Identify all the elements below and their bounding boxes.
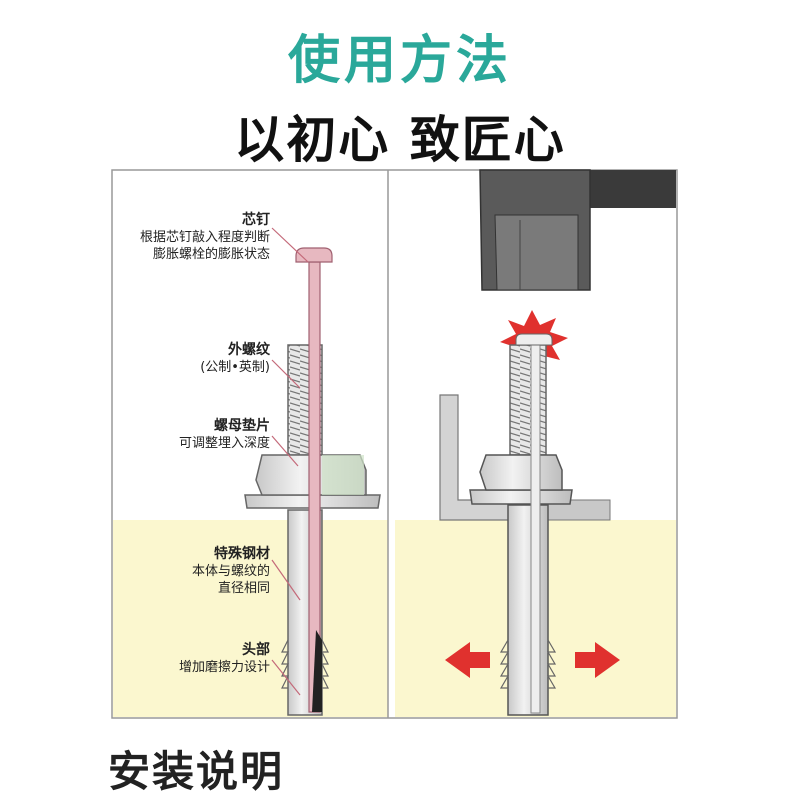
label-nut-washer-line-1: 可调整埋入深度 [130, 435, 270, 452]
label-core-pin-line-1: 根据芯钉敲入程度判断 [110, 229, 270, 246]
label-outer-thread-heading: 外螺纹 [150, 342, 270, 359]
label-special-steel-heading: 特殊钢材 [140, 546, 270, 563]
label-core-pin: 芯钉 根据芯钉敲入程度判断 膨胀螺栓的膨胀状态 [110, 212, 270, 263]
label-special-steel-line-2: 直径相同 [140, 580, 270, 597]
label-outer-thread-line-1: (公制•英制) [150, 359, 270, 376]
label-special-steel: 特殊钢材 本体与螺纹的 直径相同 [140, 546, 270, 597]
label-head: 头部 增加磨擦力设计 [130, 642, 270, 676]
label-core-pin-line-2: 膨胀螺栓的膨胀状态 [110, 246, 270, 263]
label-head-heading: 头部 [130, 642, 270, 659]
footer-caption: 安装说明 [108, 738, 284, 799]
label-core-pin-heading: 芯钉 [110, 212, 270, 229]
label-outer-thread: 外螺纹 (公制•英制) [150, 342, 270, 376]
label-special-steel-line-1: 本体与螺纹的 [140, 563, 270, 580]
label-nut-washer: 螺母垫片 可调整埋入深度 [130, 418, 270, 452]
label-head-line-1: 增加磨擦力设计 [130, 659, 270, 676]
label-nut-washer-heading: 螺母垫片 [130, 418, 270, 435]
